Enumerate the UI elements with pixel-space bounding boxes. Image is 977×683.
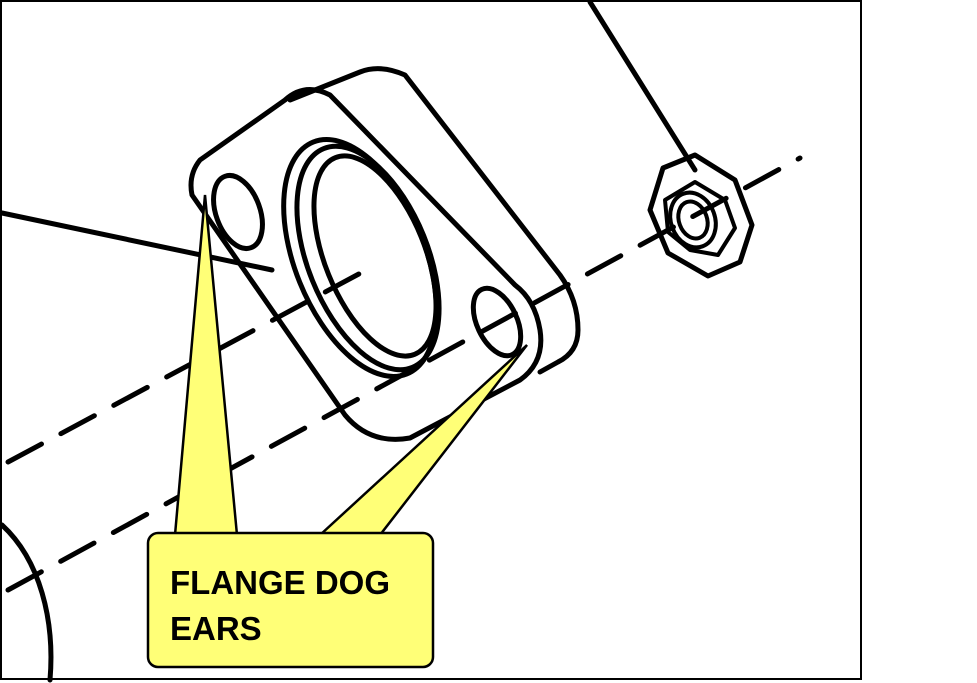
hex-nut (647, 152, 755, 279)
ear-hole-right (470, 285, 524, 359)
callout-line-1: FLANGE DOG (170, 564, 390, 601)
bore-inner (311, 153, 439, 359)
leader-line-left (0, 210, 275, 273)
ear-hole-left (211, 173, 265, 251)
bore-mid (294, 143, 442, 373)
nut-thread-outer (668, 190, 718, 250)
leader-line-top (587, 0, 698, 173)
nut-thread-inner (676, 199, 710, 241)
callout-line-2: EARS (170, 610, 262, 647)
callout-shape (146, 194, 528, 669)
pipe-arc (0, 522, 54, 683)
flange-front (188, 87, 544, 442)
callout-label: FLANGE DOG EARS (170, 560, 390, 652)
flange-back (287, 66, 581, 375)
diagram-frame (0, 0, 862, 680)
hex-nut-face (663, 180, 737, 257)
